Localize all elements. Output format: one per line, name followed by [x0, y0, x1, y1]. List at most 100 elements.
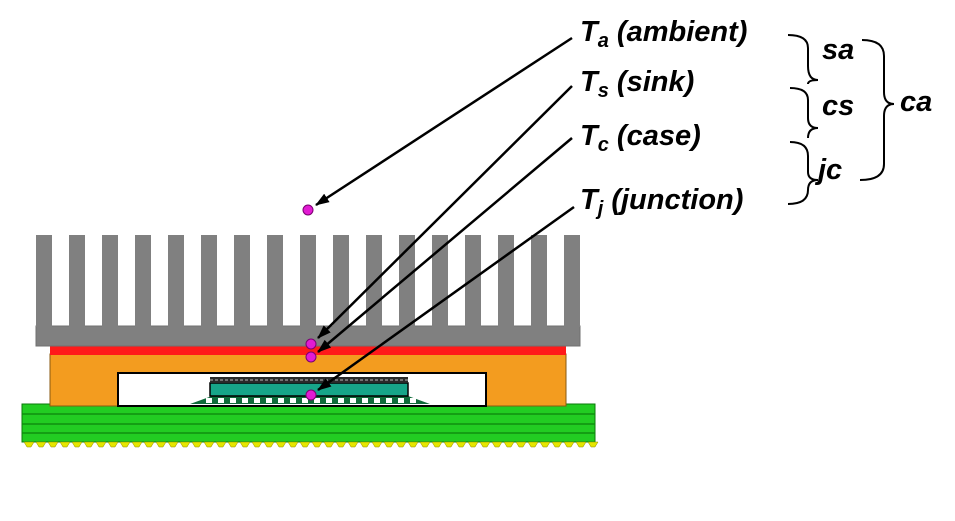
heat-sink: [35, 235, 581, 347]
brace-cs: [789, 87, 819, 139]
board-pin: [479, 441, 491, 448]
board-pin: [59, 441, 71, 448]
heat-sink-fin: [135, 235, 151, 327]
board-pin: [203, 441, 215, 448]
board-pin: [155, 441, 167, 448]
solder-balls: [206, 398, 416, 403]
arrow-junction: [317, 205, 575, 392]
heat-sink-fin: [399, 235, 415, 327]
board-pin: [215, 441, 227, 448]
probe-sink: [305, 338, 317, 350]
heat-sink-fin: [267, 235, 283, 327]
board-pin: [383, 441, 395, 448]
circuit-board: [21, 403, 599, 448]
solder-ball: [326, 398, 332, 403]
heat-sink-fin: [300, 235, 316, 327]
board-pin: [239, 441, 251, 448]
brace-ca: [859, 39, 895, 181]
board-pin: [251, 441, 263, 448]
board-pin: [311, 441, 323, 448]
board-pins: [23, 441, 599, 448]
board-pin: [455, 441, 467, 448]
board-pin: [95, 441, 107, 448]
board-pin: [323, 441, 335, 448]
probe-case: [305, 351, 317, 363]
board-pin: [515, 441, 527, 448]
board-pin: [107, 441, 119, 448]
brace-sa-clean: [787, 34, 819, 85]
board-pin: [419, 441, 431, 448]
heat-sink-fin: [564, 235, 580, 327]
brace-jc: [787, 141, 819, 205]
heat-sink-fin: [36, 235, 52, 327]
board-pin: [275, 441, 287, 448]
solder-ball: [362, 398, 368, 403]
solder-ball: [266, 398, 272, 403]
solder-ball: [314, 398, 320, 403]
heat-sink-fin: [465, 235, 481, 327]
label-sink: Ts (sink): [580, 66, 695, 102]
heat-sink-fin: [69, 235, 85, 327]
board-pin: [491, 441, 503, 448]
board-pin: [35, 441, 47, 448]
board-pin: [335, 441, 347, 448]
board-pin: [563, 441, 575, 448]
board-pin: [587, 441, 599, 448]
solder-ball: [398, 398, 404, 403]
solder-ball: [410, 398, 416, 403]
solder-ball: [374, 398, 380, 403]
board-pin: [467, 441, 479, 448]
solder-ball: [242, 398, 248, 403]
resistance-jc: jc: [818, 154, 843, 186]
heat-sink-fin: [531, 235, 547, 327]
solder-ball: [230, 398, 236, 403]
board-pin: [179, 441, 191, 448]
board-pin: [263, 441, 275, 448]
board-pin: [407, 441, 419, 448]
board-pin: [47, 441, 59, 448]
heat-sink-fin: [234, 235, 250, 327]
solder-ball: [218, 398, 224, 403]
solder-ball: [278, 398, 284, 403]
board-pin: [287, 441, 299, 448]
board-pin: [119, 441, 131, 448]
solder-ball: [302, 398, 308, 403]
heat-sink-fin: [168, 235, 184, 327]
board-pin: [143, 441, 155, 448]
heat-sink-fin: [432, 235, 448, 327]
board-pin: [83, 441, 95, 448]
board-pin: [131, 441, 143, 448]
resistance-ca: ca: [900, 86, 933, 118]
board-pin: [503, 441, 515, 448]
heat-sink-fin: [333, 235, 349, 327]
solder-ball: [338, 398, 344, 403]
interface-layer: [50, 346, 566, 355]
heat-sink-fin: [102, 235, 118, 327]
board-pin: [167, 441, 179, 448]
board-pin: [347, 441, 359, 448]
board-pin: [395, 441, 407, 448]
heat-sink-fin: [201, 235, 217, 327]
board-pin: [227, 441, 239, 448]
board-pin: [527, 441, 539, 448]
board-pin: [551, 441, 563, 448]
board-pin: [299, 441, 311, 448]
board-pin: [431, 441, 443, 448]
label-junction: Tj (junction): [580, 184, 744, 220]
probe-junction: [305, 389, 317, 401]
board-pin: [191, 441, 203, 448]
label-case: Tc (case): [580, 120, 701, 156]
board-pin: [71, 441, 83, 448]
arrow-ambient: [315, 36, 573, 207]
solder-ball: [254, 398, 260, 403]
heat-sink-fin: [498, 235, 514, 327]
arrow-sink: [317, 85, 573, 339]
resistance-cs: cs: [822, 90, 855, 122]
arrow-case: [317, 137, 573, 353]
board-pin: [575, 441, 587, 448]
board-pin: [443, 441, 455, 448]
board-pin: [539, 441, 551, 448]
board-pin: [359, 441, 371, 448]
